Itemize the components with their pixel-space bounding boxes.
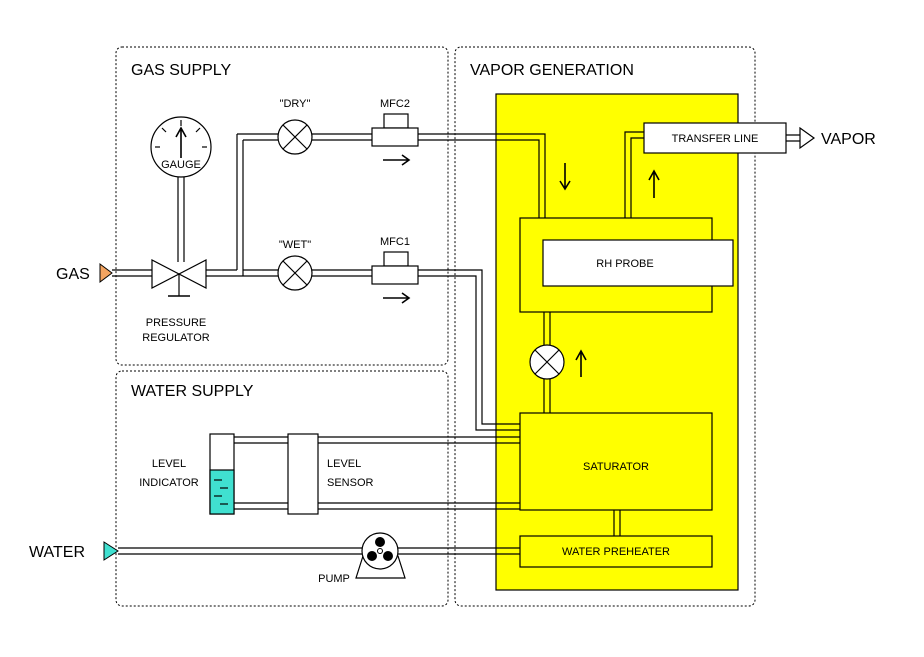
vapor-zone: [495, 93, 739, 591]
gas-inlet-label: GAS: [56, 266, 90, 283]
pipe-to-wet: [243, 269, 278, 277]
water-inlet-port: [103, 541, 119, 561]
regulator-label-2: REGULATOR: [142, 332, 209, 344]
pump-impeller-icon: [367, 537, 393, 561]
water-preheater: [519, 535, 713, 568]
gas-supply-frame: [115, 46, 449, 366]
pump-label: PUMP: [318, 573, 350, 585]
dry-valve-label: "DRY": [280, 98, 311, 110]
regulator-label-1: PRESSURE: [146, 317, 207, 329]
mfc1-label: MFC1: [380, 236, 410, 248]
vapor-valve-cross: [534, 349, 560, 375]
water-preheater-label: WATER PREHEATER: [562, 546, 670, 558]
vapor-valve-arrow: [575, 349, 587, 377]
level-indicator-water: [209, 469, 235, 515]
level-sensor-label-1: LEVEL: [327, 458, 361, 470]
wet-valve-label: "WET": [279, 239, 311, 251]
mfc2-body: [371, 127, 419, 147]
water-supply-title: WATER SUPPLY: [131, 383, 254, 400]
pipe-manifold: [236, 134, 244, 276]
pipe-level-top: [234, 436, 520, 444]
mfc2-label: MFC2: [380, 98, 410, 110]
vapor-outlet-port: [786, 126, 816, 150]
water-supply-frame: [115, 370, 449, 607]
pipe-regulator-out: [206, 269, 243, 277]
level-indicator-label-1: LEVEL: [152, 458, 186, 470]
pipe-wet-mfc1: [312, 269, 372, 277]
pipe-mfc2-out: [418, 133, 546, 218]
level-sensor-label-2: SENSOR: [327, 477, 374, 489]
mfc1-top: [383, 251, 409, 267]
gauge-label: GAUGE: [161, 159, 201, 171]
pump-hub: [377, 548, 383, 554]
gas-inlet-port: [99, 263, 113, 283]
level-sensor: [287, 433, 319, 515]
down-flow-arrow: [559, 163, 571, 191]
rh-probe-label: RH PROBE: [596, 258, 653, 270]
pipe-water-line: [118, 547, 520, 555]
gas-supply-title: GAS SUPPLY: [131, 62, 232, 79]
wet-valve-cross: [282, 260, 308, 286]
transfer-line-label: TRANSFER LINE: [672, 133, 759, 145]
rh-probe: [542, 239, 734, 287]
vapor-generation-title: VAPOR GENERATION: [470, 62, 634, 79]
pipe-mfc1-out: [418, 269, 520, 431]
gauge-needle: [175, 126, 187, 158]
vapor-outlet-label: VAPOR: [821, 131, 876, 148]
pipe-dry-mfc2: [312, 133, 372, 141]
vapor-generation-frame: [454, 46, 756, 607]
saturator-label: SATURATOR: [583, 461, 649, 473]
saturator: [519, 412, 713, 511]
mfc2-top: [383, 113, 409, 129]
pipe-sat-preheater: [613, 510, 621, 536]
transfer-line: [643, 122, 787, 154]
gauge-ticks: [155, 120, 207, 148]
up-flow-arrow: [648, 169, 660, 198]
level-indicator-marks: [214, 479, 228, 505]
pipe-to-transfer: [624, 131, 644, 218]
pipe-to-dry: [237, 133, 278, 141]
water-inlet-label: WATER: [29, 544, 85, 561]
mfc1-body: [371, 265, 419, 285]
pipe-level-bottom: [234, 502, 520, 510]
mfc2-flow-arrow: [383, 154, 411, 166]
mfc1-flow-arrow: [383, 292, 411, 304]
dry-valve-cross: [282, 124, 308, 150]
pipe-gas-inlet: [112, 269, 152, 277]
level-indicator-label-2: INDICATOR: [139, 477, 199, 489]
